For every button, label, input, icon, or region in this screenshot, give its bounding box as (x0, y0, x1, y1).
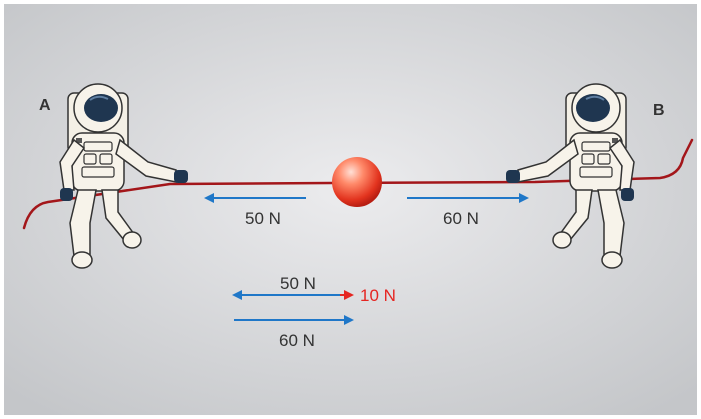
label-sum-left: 50 N (280, 274, 316, 293)
label-astronaut-b: B (653, 102, 665, 119)
rope (22, 138, 694, 230)
label-astronaut-a: A (39, 97, 51, 114)
label-left-pull: 50 N (245, 209, 281, 228)
ball (332, 157, 382, 207)
label-net-force: 10 N (360, 286, 396, 305)
label-right-pull: 60 N (443, 209, 479, 228)
label-sum-right: 60 N (279, 331, 315, 350)
